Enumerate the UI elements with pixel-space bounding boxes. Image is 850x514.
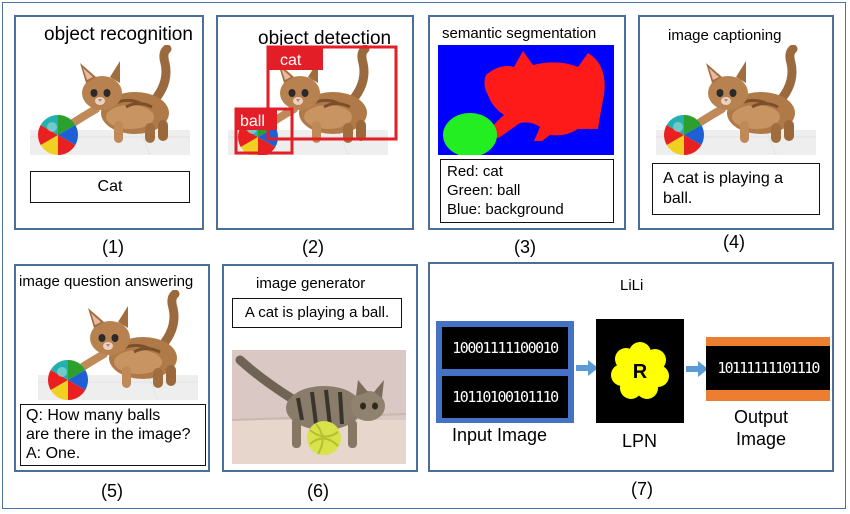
panel-title: object detection xyxy=(258,28,392,49)
outer-frame xyxy=(2,2,846,509)
panel-object-detection: object detection cat ball xyxy=(216,15,414,230)
input-image-label: Input Image xyxy=(452,425,548,445)
input-bits-row: 10001111100010 xyxy=(442,327,568,369)
panel-number: (1) xyxy=(102,237,124,257)
cat-label: cat xyxy=(280,52,302,69)
output-label-line: Image xyxy=(736,429,787,449)
output-bits: 10111111101110 xyxy=(717,359,820,377)
panel-title: LiLi xyxy=(620,277,644,294)
ball-label: ball xyxy=(240,113,265,130)
caption-box: A cat is playing a ball. xyxy=(652,163,820,215)
question-line: are there in the image? xyxy=(26,426,191,443)
lpn-label: LPN xyxy=(622,431,658,451)
lpn-letter: R xyxy=(633,361,648,383)
tabby-cat-photo xyxy=(232,350,406,464)
panel-image-generator: image generator A cat is playing a ball. xyxy=(222,264,418,472)
panel-image-question-answering: image question answering Q: How many bal… xyxy=(14,264,210,472)
qa-box: Q: How many balls are there in the image… xyxy=(20,404,206,466)
panel-number: (5) xyxy=(101,481,123,501)
panel-number: (2) xyxy=(302,237,324,257)
legend-green: Green: ball xyxy=(447,182,521,199)
segmentation-map xyxy=(438,45,614,155)
question-line: Q: How many balls xyxy=(26,407,161,424)
caption-line: ball. xyxy=(663,190,693,207)
detection-boxes: cat ball xyxy=(234,45,398,155)
output-label-line: Output xyxy=(734,407,789,427)
panel-title: image captioning xyxy=(668,27,782,44)
legend-box: Red: cat Green: ball Blue: background xyxy=(440,159,614,223)
kitten-photo xyxy=(38,290,198,400)
output-image-label: Output Image xyxy=(734,406,788,450)
right-arrow-icon xyxy=(686,361,708,377)
panel-image-captioning: image captioning A cat is playing a ball… xyxy=(638,15,834,230)
panel-title: semantic segmentation xyxy=(442,25,597,42)
input-bits-row: 10110100101110 xyxy=(442,376,568,418)
input-bits-1: 10001111100010 xyxy=(452,339,559,357)
panel-lili: LiLi 10001111100010 10110100101110 Input… xyxy=(428,262,834,472)
right-arrow-icon xyxy=(576,360,598,376)
cloud-icon: R xyxy=(611,342,669,399)
panel-number: (6) xyxy=(307,481,329,501)
caption-line: A cat is playing a xyxy=(663,170,784,187)
kitten-photo xyxy=(656,45,816,155)
panel-number: (3) xyxy=(514,237,536,257)
kitten-photo xyxy=(30,45,190,155)
input-image-block: 10001111100010 10110100101110 xyxy=(436,321,574,423)
output-bits-row: 10111111101110 xyxy=(706,346,830,390)
panel-number: (7) xyxy=(631,479,653,499)
label-box: Cat xyxy=(30,171,190,203)
panel-semantic-segmentation: semantic segmentation Red: cat Green: ba… xyxy=(428,15,626,230)
panel-title: image question answering xyxy=(19,273,194,290)
output-image-block: 10111111101110 xyxy=(706,337,830,401)
legend-red: Red: cat xyxy=(447,163,503,180)
label-text: Cat xyxy=(97,178,123,195)
prompt-text: A cat is playing a ball. xyxy=(244,304,390,321)
panel-title: image generator xyxy=(256,275,366,292)
input-bits-2: 10110100101110 xyxy=(452,388,559,406)
legend-blue: Blue: background xyxy=(447,201,564,218)
answer-line: A: One. xyxy=(26,445,81,462)
prompt-box: A cat is playing a ball. xyxy=(232,298,402,328)
panel-object-recognition: object recognition Cat xyxy=(14,15,204,230)
lpn-block: R xyxy=(596,319,684,423)
panel-number: (4) xyxy=(723,232,745,252)
panel-title: object recognition xyxy=(44,24,193,45)
